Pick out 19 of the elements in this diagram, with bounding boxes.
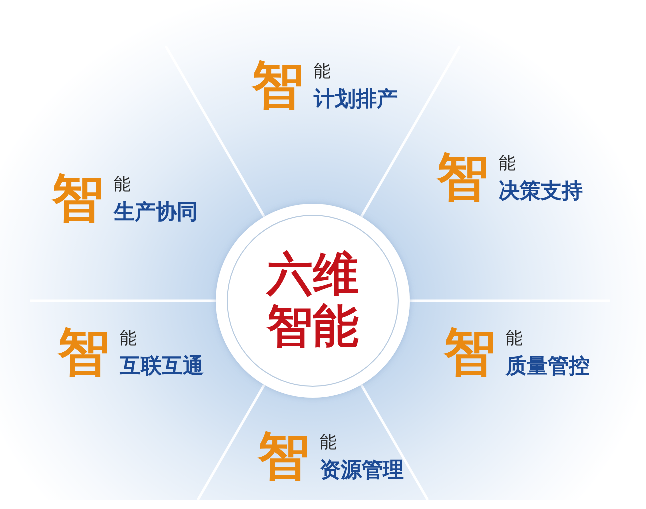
item-label: 质量管控 bbox=[506, 356, 590, 377]
item-label: 资源管理 bbox=[320, 460, 404, 481]
large-character: 智 bbox=[437, 152, 489, 204]
small-character: 能 bbox=[499, 156, 516, 173]
item-label: 生产协同 bbox=[114, 202, 198, 223]
hub-title: 六维智能 bbox=[265, 249, 360, 353]
small-character: 能 bbox=[314, 64, 331, 81]
large-character: 智 bbox=[52, 173, 104, 225]
small-character: 能 bbox=[320, 435, 337, 452]
item-label: 决策支持 bbox=[499, 181, 583, 202]
small-character: 能 bbox=[506, 331, 523, 348]
large-character: 智 bbox=[258, 431, 310, 483]
item-label: 互联互通 bbox=[120, 356, 204, 377]
item-label: 计划排产 bbox=[314, 89, 398, 110]
large-character: 智 bbox=[444, 327, 496, 379]
large-character: 智 bbox=[252, 60, 304, 112]
small-character: 能 bbox=[114, 177, 131, 194]
small-character: 能 bbox=[120, 331, 137, 348]
large-character: 智 bbox=[58, 327, 110, 379]
